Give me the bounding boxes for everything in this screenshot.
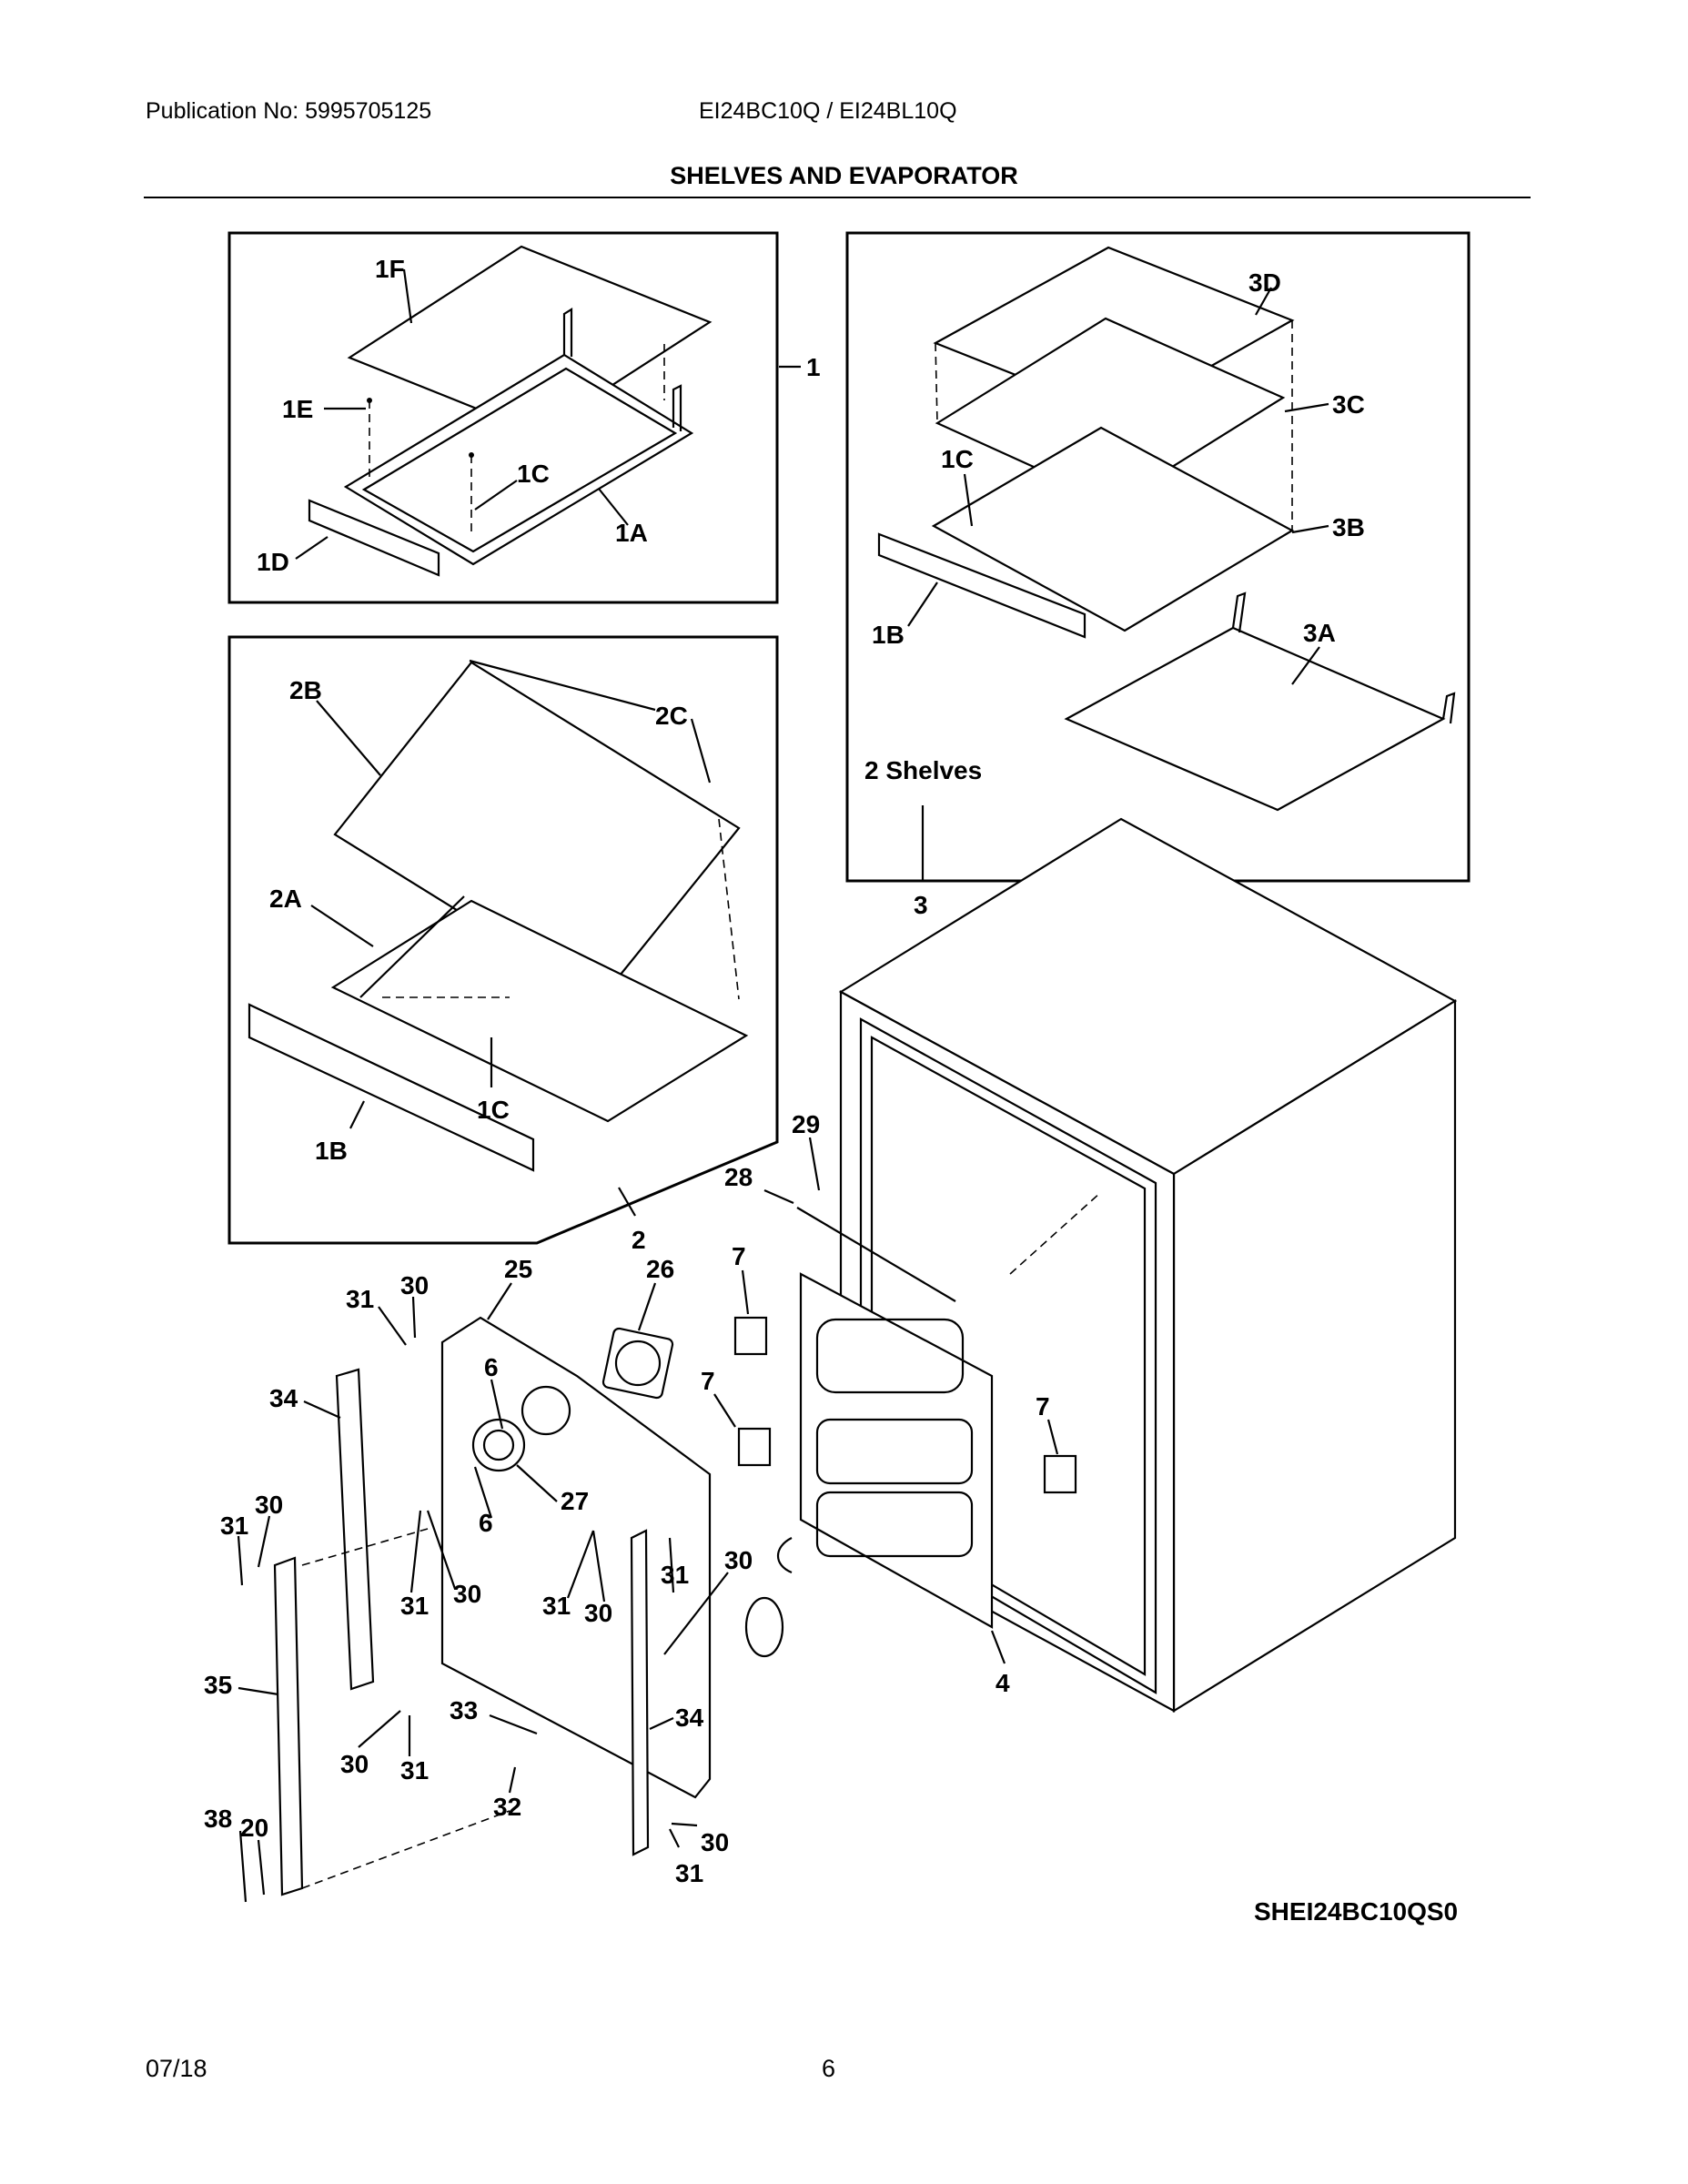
callout-20: 20 bbox=[240, 1814, 268, 1842]
shelf-1-assembly bbox=[308, 245, 713, 577]
callout-1: 1 bbox=[806, 353, 821, 381]
callout-3: 3 bbox=[914, 891, 928, 919]
callout-31: 31 bbox=[661, 1561, 689, 1589]
shelf-frame-1A bbox=[343, 353, 694, 566]
callout-30: 30 bbox=[255, 1491, 283, 1519]
diagram-code: SHEI24BC10QS0 bbox=[1254, 1897, 1458, 1926]
callout-31: 31 bbox=[542, 1592, 571, 1620]
refrigerator-cabinet bbox=[838, 817, 1458, 1713]
shelf-trim-1B bbox=[877, 532, 1087, 639]
callout-25: 25 bbox=[504, 1255, 532, 1283]
callout-31: 31 bbox=[220, 1512, 248, 1540]
callout-1C: 1C bbox=[941, 445, 974, 473]
callout-7: 7 bbox=[701, 1367, 715, 1395]
callout-31: 31 bbox=[400, 1756, 429, 1785]
shelf-rack-3B bbox=[931, 426, 1295, 632]
callout-30: 30 bbox=[701, 1828, 729, 1856]
rail-34-left bbox=[335, 1368, 375, 1691]
shelf-trim-1B bbox=[248, 1003, 535, 1172]
callout-7: 7 bbox=[732, 1242, 746, 1270]
title-rule bbox=[144, 197, 1531, 198]
callout-33: 33 bbox=[450, 1696, 478, 1724]
callout-2C: 2C bbox=[655, 702, 688, 730]
fan-shroud-25 bbox=[440, 1316, 712, 1799]
page-title: SHELVES AND EVAPORATOR bbox=[670, 162, 1018, 189]
callout-1B: 1B bbox=[872, 621, 905, 649]
callout-1F: 1F bbox=[375, 255, 405, 283]
callout-27: 27 bbox=[561, 1487, 589, 1515]
shelf-2-assembly bbox=[248, 661, 749, 1172]
callout-32: 32 bbox=[493, 1793, 521, 1821]
callout-1C: 1C bbox=[477, 1096, 510, 1124]
panel-shelf-2 bbox=[227, 635, 779, 1245]
callout-30: 30 bbox=[340, 1750, 369, 1778]
callout-35: 35 bbox=[204, 1671, 232, 1699]
spacer-7 bbox=[1043, 1454, 1077, 1494]
shelf-trim-1D bbox=[308, 499, 440, 577]
callout-7: 7 bbox=[1036, 1392, 1050, 1421]
callout-1B: 1B bbox=[315, 1137, 348, 1165]
callout-1E: 1E bbox=[282, 395, 313, 423]
fan-motor-26 bbox=[601, 1327, 674, 1400]
callout-6: 6 bbox=[479, 1509, 493, 1537]
callout-3C: 3C bbox=[1332, 390, 1365, 419]
rail-35 bbox=[273, 1556, 304, 1896]
callout-26: 26 bbox=[646, 1255, 674, 1283]
rail-34-right bbox=[630, 1529, 650, 1856]
footer-date: 07/18 bbox=[146, 2055, 207, 2082]
callout-38: 38 bbox=[204, 1805, 232, 1833]
publication-number: Publication No: 5995705125 bbox=[146, 98, 432, 124]
heater-wire-28 bbox=[796, 1207, 956, 1302]
shelves-quantity-note: 2 Shelves bbox=[864, 756, 982, 784]
shelf-3-assembly bbox=[877, 246, 1456, 812]
callout-34: 34 bbox=[269, 1384, 298, 1412]
model-numbers: EI24BC10Q / EI24BL10Q bbox=[699, 98, 957, 124]
callout-31: 31 bbox=[346, 1285, 374, 1313]
callout-30: 30 bbox=[584, 1599, 612, 1627]
callout-31: 31 bbox=[675, 1859, 703, 1887]
callout-3A: 3A bbox=[1303, 619, 1336, 647]
callout-1C: 1C bbox=[517, 460, 550, 488]
panel-shelf-1 bbox=[227, 231, 779, 604]
callout-31: 31 bbox=[400, 1592, 429, 1620]
spacer-7 bbox=[737, 1427, 772, 1467]
callout-1D: 1D bbox=[257, 548, 289, 576]
spacer-7 bbox=[733, 1316, 768, 1356]
callout-3B: 3B bbox=[1332, 513, 1365, 541]
callout-1A: 1A bbox=[615, 519, 648, 547]
evaporator-assembly-4 bbox=[744, 1272, 994, 1658]
callout-2B: 2B bbox=[289, 676, 322, 704]
callout-30: 30 bbox=[453, 1580, 481, 1608]
callout-34: 34 bbox=[675, 1704, 704, 1732]
callout-4: 4 bbox=[996, 1669, 1010, 1697]
shelf-frame-2A bbox=[330, 899, 749, 1123]
callout-6: 6 bbox=[484, 1353, 499, 1381]
callout-2: 2 bbox=[632, 1226, 646, 1254]
shelf-frame-3A bbox=[1064, 626, 1446, 812]
footer-page-number: 6 bbox=[822, 2055, 836, 2082]
callout-2A: 2A bbox=[269, 885, 302, 913]
callout-30: 30 bbox=[400, 1271, 429, 1299]
callout-3D: 3D bbox=[1248, 268, 1281, 297]
callout-30: 30 bbox=[724, 1546, 753, 1574]
callout-28: 28 bbox=[724, 1163, 753, 1191]
callout-29: 29 bbox=[792, 1110, 820, 1138]
